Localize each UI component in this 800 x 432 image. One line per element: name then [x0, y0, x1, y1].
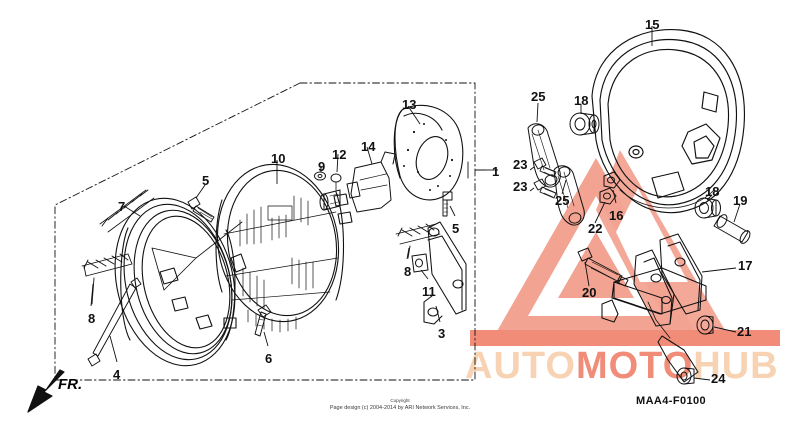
callout-leader-lines	[90, 26, 741, 381]
spring-8b	[395, 223, 441, 259]
nut-22	[599, 187, 617, 205]
spring-7	[99, 189, 155, 233]
callout-label-1: 1	[492, 164, 500, 179]
callout-label-7: 7	[118, 199, 126, 214]
callout-label-22: 22	[588, 221, 603, 236]
headlight-bulb	[319, 151, 396, 213]
front-direction-label: FR.	[58, 376, 83, 393]
callout-label-16: 16	[609, 208, 624, 223]
callout-label-5b: 5	[452, 221, 460, 236]
screw-4	[87, 277, 142, 367]
callout-label-19: 19	[733, 193, 748, 208]
bushing-18a	[569, 112, 600, 136]
callout-label-21: 21	[737, 324, 752, 339]
grommet-25a	[527, 123, 561, 188]
screw-5b	[442, 191, 453, 217]
callout-label-9: 9	[318, 159, 326, 174]
screw-6	[254, 304, 272, 337]
assembly-boundary-polygon	[54, 82, 476, 381]
headlight-case	[591, 28, 745, 214]
callout-label-14: 14	[361, 139, 376, 154]
front-direction-arrow	[27, 369, 65, 413]
nut-16	[603, 171, 621, 189]
callout-label-25a: 25	[531, 89, 546, 104]
diagram-part-number: MAA4-F0100	[636, 395, 707, 407]
callout-label-8a: 8	[88, 311, 96, 326]
spring-8a	[81, 253, 133, 305]
copyright-line-2: Page design (c) 2004-2014 by ARI Network…	[329, 405, 471, 411]
bushing-18b	[694, 197, 721, 219]
screw-12	[330, 173, 342, 191]
callout-label-10: 10	[271, 151, 286, 166]
callout-leader-1	[467, 161, 487, 179]
callout-label-17: 17	[738, 258, 753, 273]
callout-label-15: 15	[645, 17, 660, 32]
callout-label-3: 3	[438, 326, 446, 341]
watermark-brand-part1: AUTO	[465, 345, 576, 387]
headlight-stay-bracket	[423, 221, 467, 325]
headlight-mount-bracket	[601, 233, 707, 383]
callout-label-8b: 8	[404, 264, 412, 279]
screw-23a	[533, 157, 557, 178]
washer-9	[314, 171, 326, 181]
callout-label-6: 6	[265, 351, 273, 366]
screw-5a	[187, 196, 215, 223]
callout-label-24: 24	[711, 371, 726, 386]
copyright-line-1: Copyright	[390, 398, 410, 403]
headlamp-lens-unit	[215, 163, 353, 333]
bushing-24	[676, 367, 695, 385]
callout-label-11: 11	[422, 284, 436, 299]
clip-nut-11	[411, 253, 429, 273]
callout-label-18a: 18	[574, 93, 589, 108]
screw-20	[577, 247, 629, 287]
callout-label-4: 4	[113, 367, 121, 382]
nut-21	[696, 315, 714, 335]
callout-label-23b: 23	[513, 179, 528, 194]
callout-label-13: 13	[402, 97, 417, 112]
grommet-25b	[553, 165, 585, 226]
bulb-dust-cover	[393, 104, 464, 201]
callout-label-23a: 23	[513, 157, 528, 172]
callout-label-25b: 25	[555, 193, 570, 208]
callout-label-5a: 5	[202, 173, 210, 188]
triangle-logo-watermark	[470, 150, 780, 346]
callout-label-20: 20	[582, 285, 597, 300]
callout-label-18b: 18	[705, 184, 720, 199]
collar-19	[713, 214, 751, 244]
callout-label-12: 12	[332, 147, 347, 162]
headlight-rim	[114, 197, 247, 367]
